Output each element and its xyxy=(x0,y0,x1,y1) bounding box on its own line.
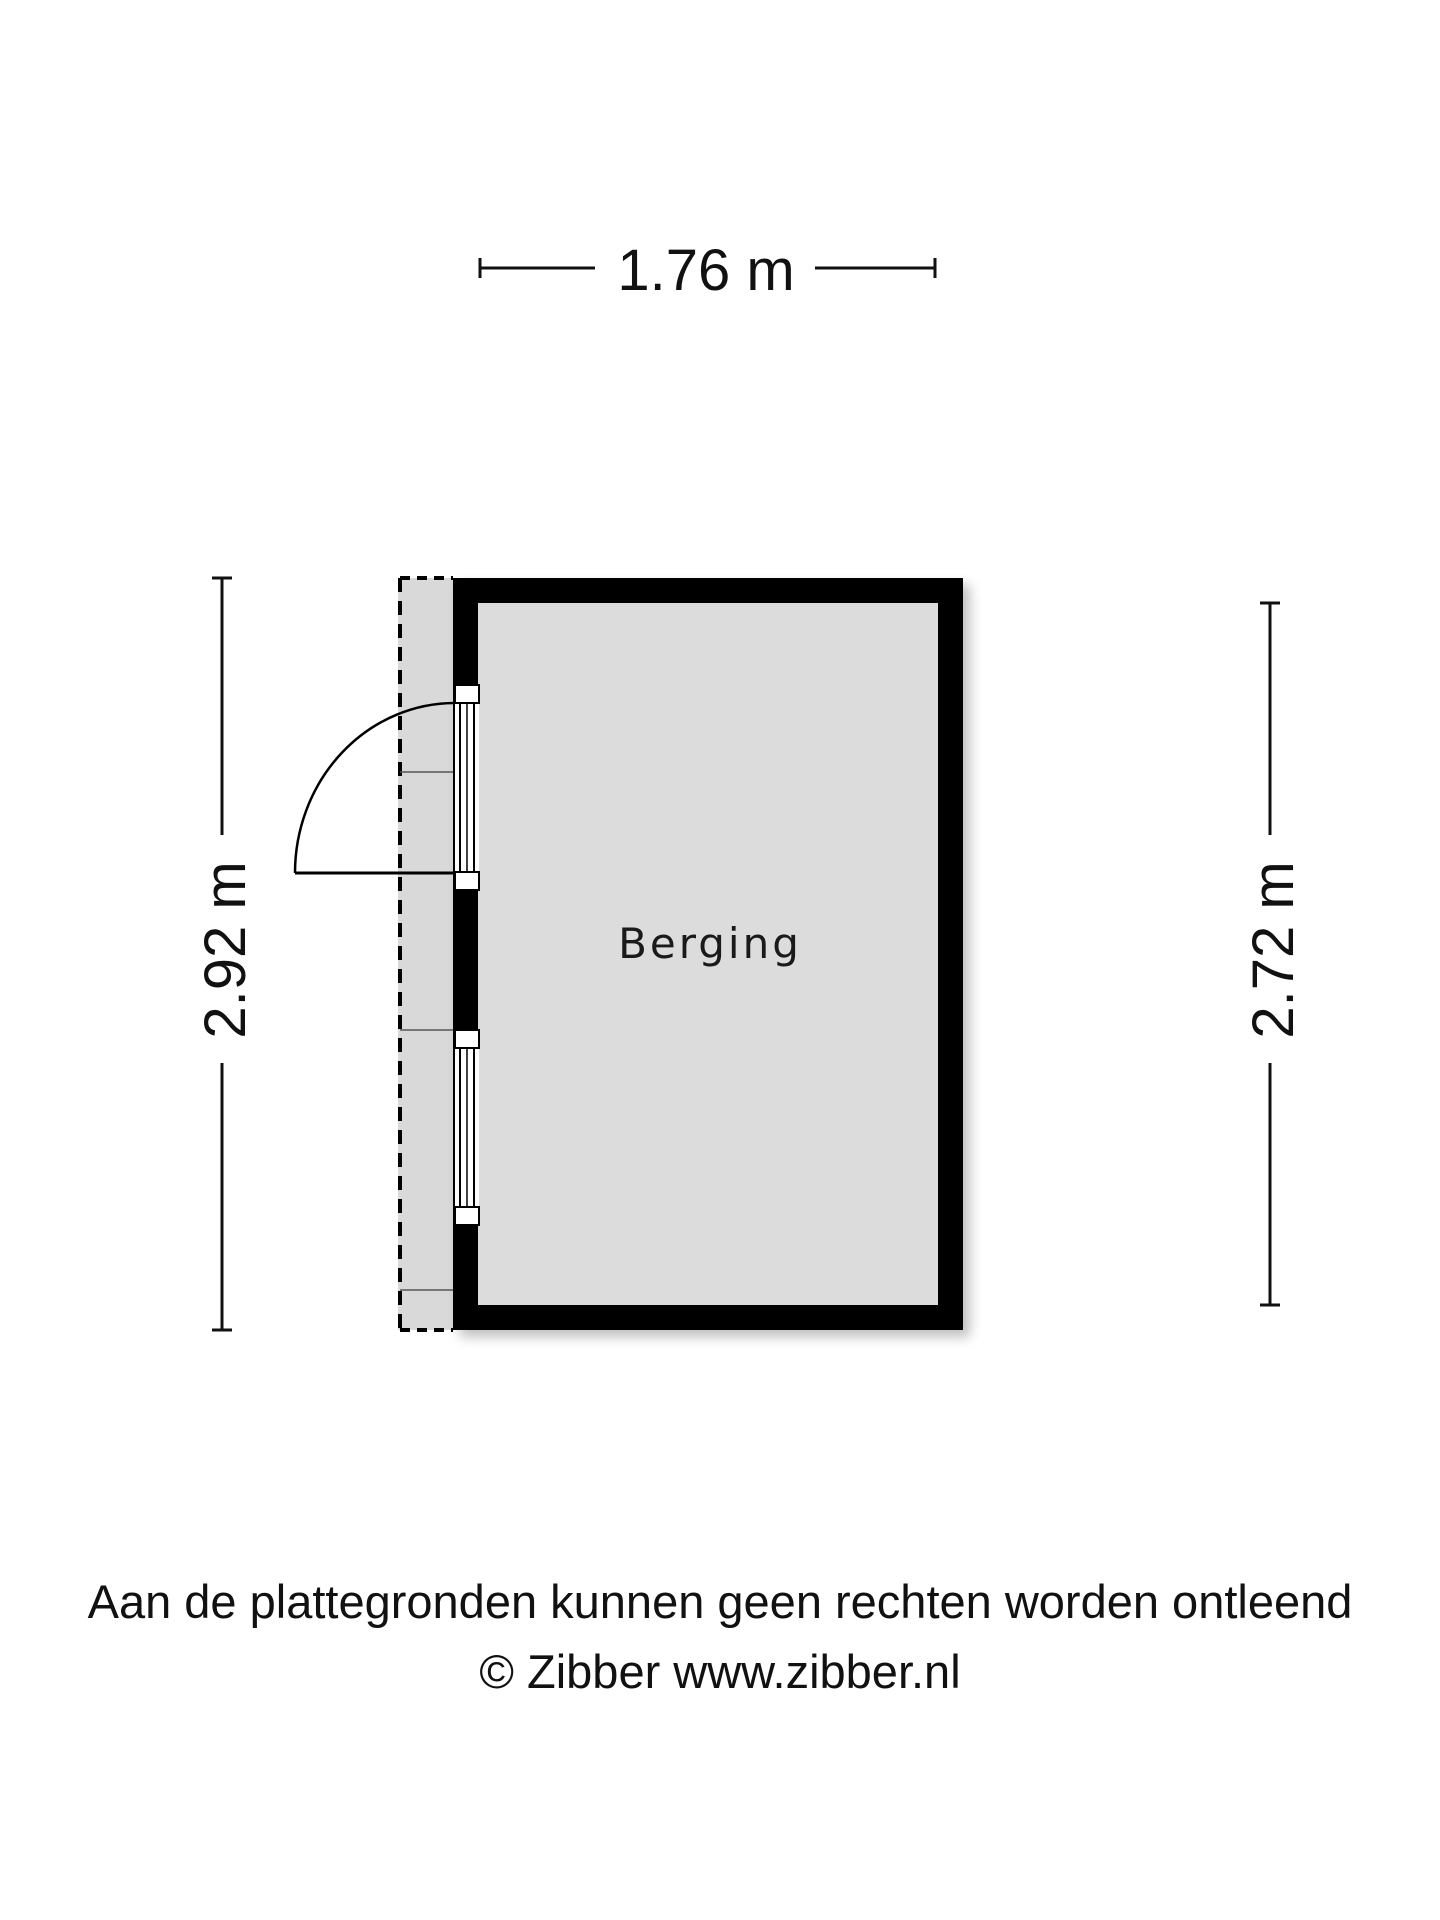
exterior-strip-fill xyxy=(398,578,453,1330)
room-label: Berging xyxy=(618,919,802,968)
right-dimension-label: 2.72 m xyxy=(1241,861,1306,1038)
window-lower-sill-top xyxy=(454,1029,480,1049)
left-dimension: 2.92 m xyxy=(193,576,258,1332)
door-swing xyxy=(293,701,456,875)
top-dimension-label: 1.76 m xyxy=(617,238,794,303)
window-lower-sill-bottom xyxy=(454,1206,480,1226)
room-floor xyxy=(478,603,938,1305)
top-dimension: 1.76 m xyxy=(478,238,937,303)
window-lower xyxy=(454,1029,480,1226)
room-berging: Berging xyxy=(293,578,970,1337)
window-upper-sill-bottom xyxy=(454,871,480,891)
window-upper xyxy=(454,684,480,891)
door-swing-arc xyxy=(293,701,456,874)
disclaimer-text: Aan de plattegronden kunnen geen rechten… xyxy=(87,1575,1353,1628)
left-dimension-label: 2.92 m xyxy=(193,861,258,1038)
copyright-text: © Zibber www.zibber.nl xyxy=(479,1645,961,1698)
window-upper-sill-top xyxy=(454,684,480,704)
right-dimension: 2.72 m xyxy=(1241,601,1306,1307)
exterior-strip xyxy=(398,576,455,1332)
